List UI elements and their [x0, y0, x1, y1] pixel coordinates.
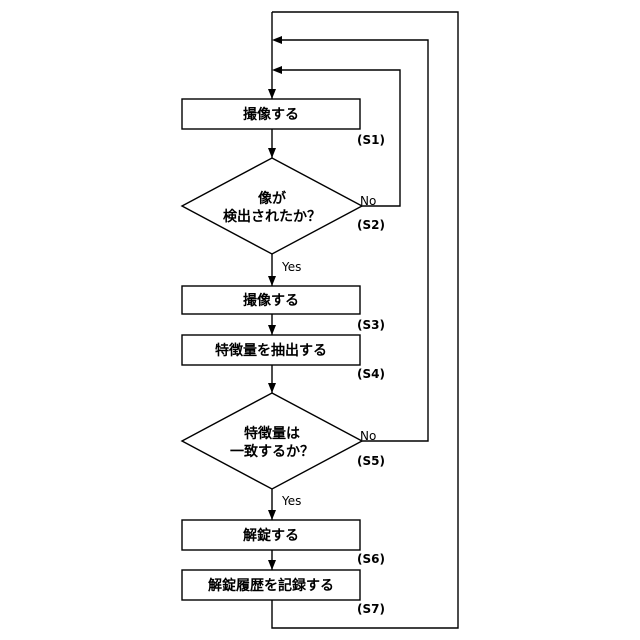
branch-no-s5: No — [360, 429, 376, 443]
branch-yes-s5: Yes — [281, 494, 301, 508]
arrowhead-into-s6 — [268, 510, 276, 520]
process-label-s7: 解錠履歴を記録する — [208, 577, 334, 594]
step-label-s2: (S2) — [357, 218, 385, 232]
process-label-s1: 撮像する — [243, 106, 299, 123]
process-label-s3: 撮像する — [243, 292, 299, 309]
step-label-s7: (S7) — [357, 602, 385, 616]
decision-label-s5-line1: 特徴量は — [244, 425, 300, 442]
arrowhead-s2-no-return — [272, 66, 282, 74]
step-label-s6: (S6) — [357, 552, 385, 566]
decision-label-s5-line2: 一致するか？ — [230, 443, 314, 460]
arrowhead-into-s3 — [268, 276, 276, 286]
process-label-s4: 特徴量を抽出する — [215, 342, 327, 359]
arrowhead-s5-no-return — [272, 36, 282, 44]
arrowhead-into-s2 — [268, 148, 276, 158]
branch-yes-s2: Yes — [281, 260, 301, 274]
decision-label-s2-line1: 像が — [258, 190, 287, 207]
branch-no-s2: No — [360, 194, 376, 208]
step-label-s5: (S5) — [357, 454, 385, 468]
arrowhead-into-s4 — [268, 325, 276, 335]
arrowhead-into-s7 — [268, 560, 276, 570]
arrowhead-into-s5 — [268, 383, 276, 393]
step-label-s3: (S3) — [357, 318, 385, 332]
decision-label-s2-line2: 検出されたか？ — [223, 208, 321, 225]
process-label-s6: 解錠する — [243, 527, 299, 544]
step-label-s4: (S4) — [357, 367, 385, 381]
step-label-s1: (S1) — [357, 133, 385, 147]
arrowhead-into-s1 — [268, 89, 276, 99]
